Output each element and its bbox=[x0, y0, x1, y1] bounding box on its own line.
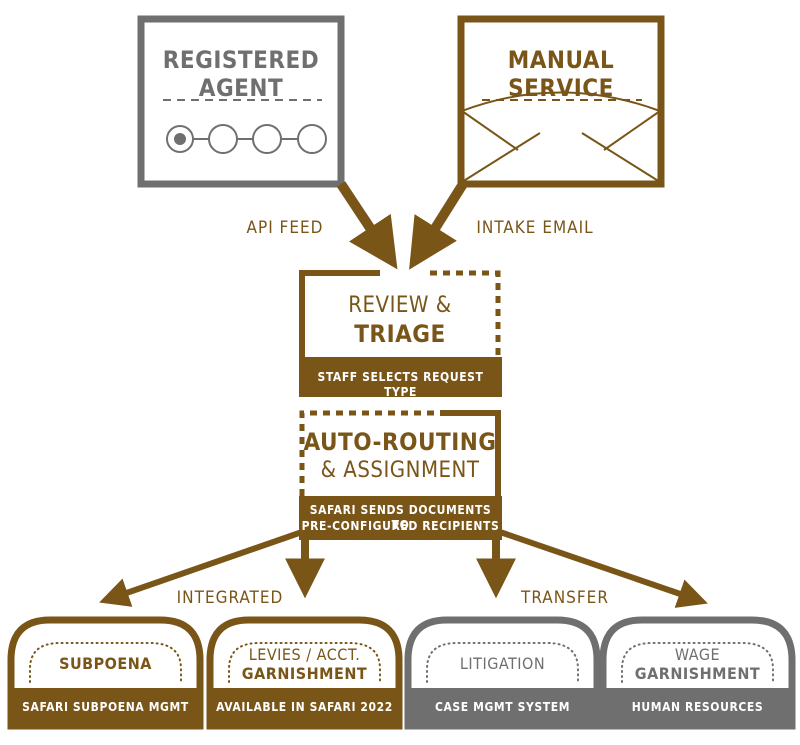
progress-steps-icon bbox=[166, 124, 327, 154]
envelope-icon bbox=[461, 91, 661, 183]
manual-service-title: MANUAL SERVICE bbox=[507, 46, 615, 102]
litigation-bar-label: CASE MGMT SYSTEM bbox=[434, 700, 571, 714]
litigation-title: LITIGATION bbox=[459, 654, 546, 673]
levies-bar-label: AVAILABLE IN SAFARI 2022 bbox=[216, 700, 393, 714]
auto-routing-box bbox=[299, 410, 502, 540]
registered-agent-box bbox=[137, 15, 345, 188]
destination-card-litigation bbox=[404, 616, 601, 730]
review-title-line2: TRIAGE bbox=[354, 320, 446, 348]
routing-bar-line2: PRE-CONFIGURED RECIPIENTS bbox=[301, 519, 500, 533]
levies-title-line2: GARNISHMENT bbox=[241, 664, 368, 683]
wage-title-line2: GARNISHMENT bbox=[634, 664, 761, 683]
routing-title-line1: AUTO-ROUTING bbox=[303, 428, 497, 456]
subpoena-title: SUBPOENA bbox=[59, 654, 152, 673]
wage-bar-label: HUMAN RESOURCES bbox=[631, 700, 764, 714]
routing-bar-line1: SAFARI SENDS DOCUMENTS TO bbox=[309, 503, 492, 532]
arrow-to-wage bbox=[499, 529, 708, 608]
review-title-line1: REVIEW & bbox=[348, 293, 452, 318]
wage-title-line1: WAGE bbox=[674, 645, 721, 664]
arrow-to-subpoena bbox=[99, 529, 303, 607]
arrow-api-feed bbox=[336, 181, 398, 270]
review-bar-label: STAFF SELECTS REQUEST TYPE bbox=[317, 370, 484, 399]
intake-email-label: INTAKE EMAIL bbox=[476, 218, 594, 238]
registered-agent-title: REGISTERED AGENT bbox=[162, 46, 320, 102]
manual-service-box bbox=[457, 15, 665, 188]
destination-card-subpoena bbox=[7, 616, 204, 730]
destination-card-levies bbox=[206, 616, 403, 730]
arrow-intake-email bbox=[409, 181, 468, 270]
integrated-label: INTEGRATED bbox=[176, 588, 284, 608]
destination-card-wage bbox=[599, 616, 796, 730]
transfer-label: TRANSFER bbox=[521, 588, 609, 608]
routing-title-line2: & ASSIGNMENT bbox=[320, 458, 480, 483]
subpoena-bar-label: SAFARI SUBPOENA MGMT bbox=[22, 700, 189, 714]
review-triage-box bbox=[299, 270, 502, 397]
api-feed-label: API FEED bbox=[246, 218, 324, 238]
levies-title-line1: LEVIES / ACCT. bbox=[248, 645, 361, 664]
